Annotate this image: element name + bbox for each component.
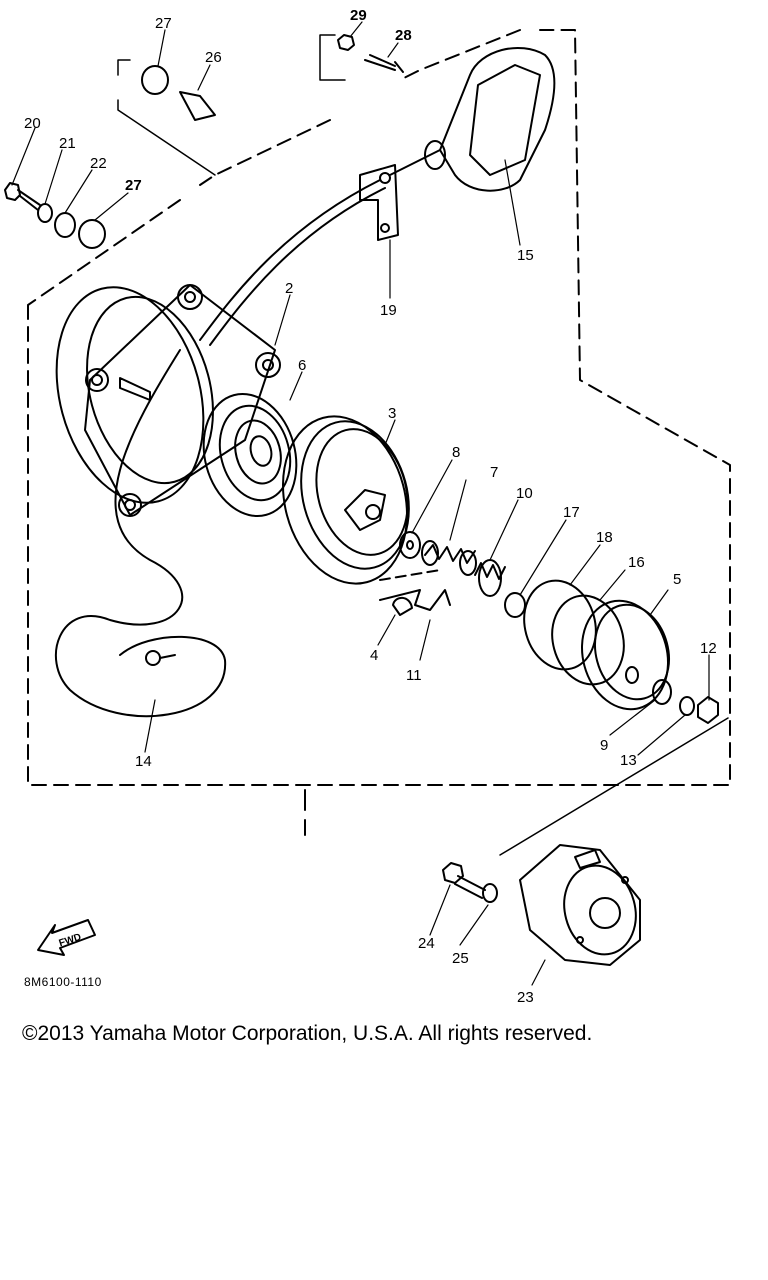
part-label: 17 bbox=[563, 504, 580, 521]
fwd-arrow-icon bbox=[37, 919, 96, 956]
part-label: 22 bbox=[90, 155, 107, 172]
housing bbox=[55, 284, 281, 517]
pulley bbox=[282, 415, 410, 585]
part-label: 25 bbox=[452, 950, 469, 967]
washer-22 bbox=[54, 212, 76, 238]
spiral-spring bbox=[202, 392, 298, 518]
plate-16 bbox=[551, 594, 625, 686]
collar-27a bbox=[78, 219, 106, 249]
washer-8 bbox=[399, 531, 421, 559]
part-label: 8 bbox=[452, 444, 460, 461]
nut-29 bbox=[337, 34, 355, 51]
drawing-code: 8M6100-1110 bbox=[24, 975, 102, 989]
spring-7 bbox=[421, 540, 477, 576]
washer-8-hole bbox=[406, 540, 414, 550]
starter-rope bbox=[54, 179, 386, 718]
washer-21 bbox=[37, 203, 53, 223]
spring-10 bbox=[474, 559, 506, 597]
part-label: 27 bbox=[155, 15, 172, 32]
part-label: 24 bbox=[418, 935, 435, 952]
assembly-outline bbox=[27, 29, 731, 786]
part-label: 27 bbox=[125, 177, 142, 194]
part-label: 14 bbox=[135, 753, 152, 770]
part-label: 21 bbox=[59, 135, 76, 152]
part-label: 2 bbox=[285, 280, 293, 297]
part-label: 4 bbox=[370, 647, 378, 664]
part-label: 20 bbox=[24, 115, 41, 132]
rope-guide bbox=[359, 164, 399, 241]
collar-17 bbox=[504, 592, 526, 618]
part-label: 28 bbox=[395, 27, 412, 44]
cover-23 bbox=[519, 844, 641, 966]
exploded-parts-diagram: 2 3 4 5 6 7 8 9 10 11 12 13 14 15 16 17 … bbox=[4, 7, 731, 1006]
rope-handle bbox=[389, 46, 556, 192]
part-label: 26 bbox=[205, 49, 222, 66]
part-label: 15 bbox=[517, 247, 534, 264]
bolt-24 bbox=[442, 862, 486, 899]
part-label: 13 bbox=[620, 752, 637, 769]
collar-26 bbox=[179, 91, 216, 121]
part-label: 18 bbox=[596, 529, 613, 546]
drive-plate-5 bbox=[581, 599, 670, 711]
part-label: 7 bbox=[490, 464, 498, 481]
part-label: 11 bbox=[406, 667, 422, 684]
washer-25 bbox=[482, 883, 498, 903]
part-label: 16 bbox=[628, 554, 645, 571]
part-label: 12 bbox=[700, 640, 717, 657]
nut-12 bbox=[697, 696, 719, 724]
bolt-20 bbox=[4, 182, 41, 211]
washer-9 bbox=[652, 679, 672, 705]
plate-18 bbox=[523, 579, 597, 671]
washer-13 bbox=[679, 696, 695, 716]
part-label: 10 bbox=[516, 485, 533, 502]
part-label: 6 bbox=[298, 357, 306, 374]
copyright-notice: ©2013 Yamaha Motor Corporation, U.S.A. A… bbox=[22, 1022, 593, 1045]
part-label: 9 bbox=[600, 737, 608, 754]
collar-27b bbox=[141, 65, 169, 95]
spring-11 bbox=[379, 589, 451, 611]
pawl-4 bbox=[392, 596, 413, 616]
part-label: 29 bbox=[350, 7, 367, 24]
part-label: 23 bbox=[517, 989, 534, 1006]
part-label: 19 bbox=[380, 302, 397, 319]
fwd-label: FWD bbox=[58, 932, 83, 950]
part-label: 3 bbox=[388, 405, 396, 422]
part-label: 5 bbox=[673, 571, 681, 588]
bolt-28 bbox=[364, 54, 404, 73]
